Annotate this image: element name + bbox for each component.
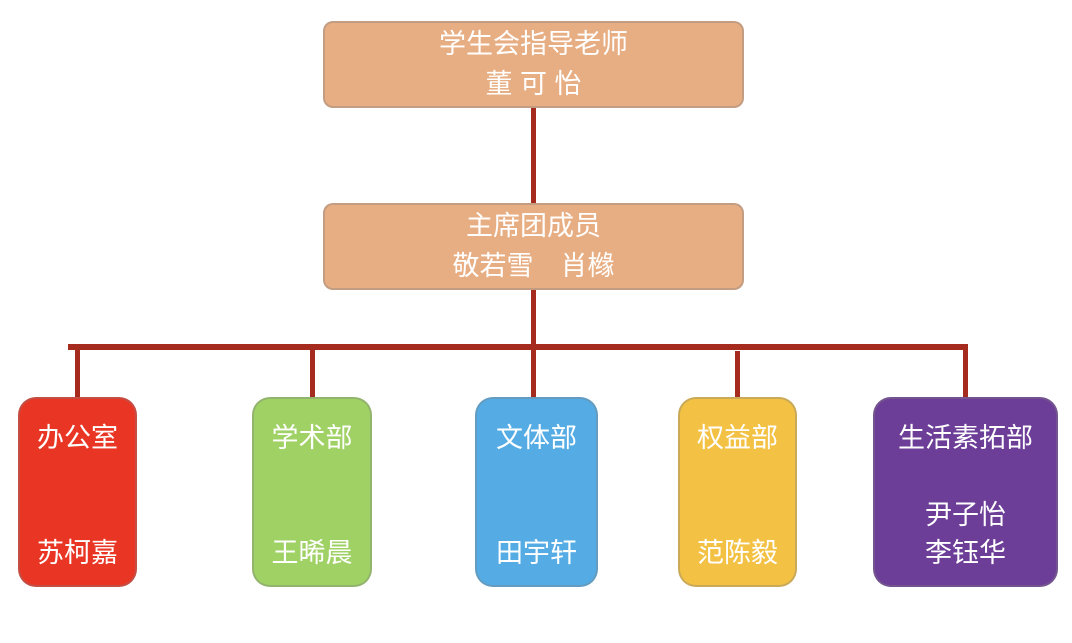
- dept-member: 王晞晨: [271, 538, 353, 568]
- dept-node-life-development: 生活素拓部 尹子怡 李钰华: [873, 397, 1058, 587]
- advisor-title: 学生会指导老师: [439, 29, 628, 60]
- dept-member: 尹子怡: [925, 500, 1006, 530]
- dept-title: 生活素拓部: [898, 423, 1033, 453]
- connector-drop-academic: [310, 344, 315, 398]
- dept-title: 文体部: [496, 423, 577, 453]
- committee-names: 敬若雪 肖橼: [452, 250, 615, 281]
- connector-drop-office: [75, 344, 80, 398]
- dept-node-rights: 权益部 范陈毅: [678, 397, 797, 587]
- connector-drop-life: [963, 344, 968, 398]
- committee-node: 主席团成员 敬若雪 肖橼: [323, 203, 744, 290]
- dept-node-culture-sports: 文体部 田宇轩: [475, 397, 598, 587]
- dept-members: 苏柯嘉: [37, 534, 118, 572]
- dept-node-office: 办公室 苏柯嘉: [18, 397, 137, 587]
- advisor-node: 学生会指导老师 董 可 怡: [323, 21, 744, 108]
- connector-drop-rights: [735, 351, 740, 398]
- connector-horizontal-bar: [68, 344, 966, 350]
- dept-member: 范陈毅: [697, 538, 778, 568]
- dept-title: 权益部: [697, 423, 778, 453]
- connector-advisor-committee: [531, 107, 536, 204]
- committee-title: 主席团成员: [466, 211, 601, 242]
- dept-node-academic: 学术部 王晞晨: [252, 397, 372, 587]
- dept-member: 苏柯嘉: [37, 538, 118, 568]
- connector-trunk: [531, 289, 536, 398]
- dept-member: 李钰华: [925, 538, 1006, 568]
- dept-members: 尹子怡 李钰华: [925, 496, 1006, 572]
- dept-title: 办公室: [37, 423, 118, 453]
- dept-member: 田宇轩: [496, 538, 577, 568]
- advisor-name: 董 可 怡: [485, 68, 582, 99]
- dept-members: 王晞晨: [272, 534, 353, 572]
- dept-members: 范陈毅: [697, 534, 778, 572]
- dept-members: 田宇轩: [496, 534, 577, 572]
- dept-title: 学术部: [271, 423, 353, 453]
